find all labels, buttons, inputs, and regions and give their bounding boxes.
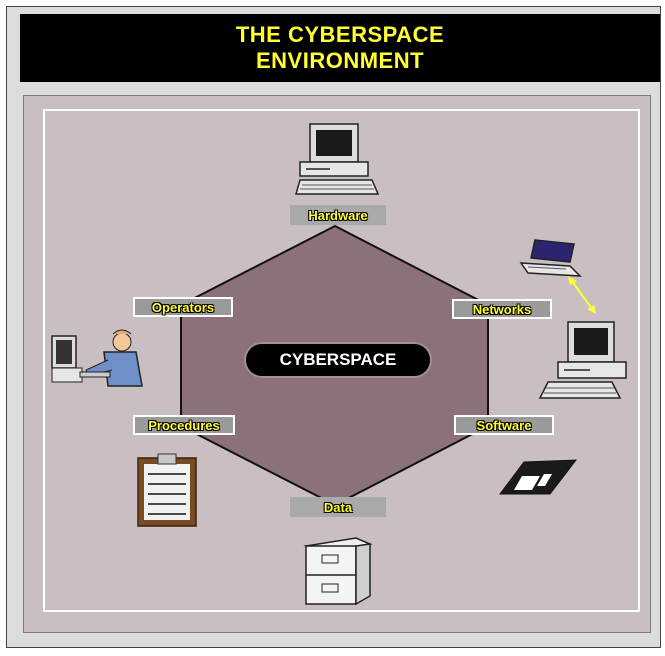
filing-cabinet-icon: [303, 537, 373, 606]
inner-border: [43, 109, 640, 612]
node-label-software: Software: [454, 415, 554, 435]
floppy-disk-icon: [499, 459, 578, 495]
node-label-hardware: Hardware: [290, 205, 386, 225]
clipboard-icon: [137, 453, 197, 527]
node-label-networks: Networks: [452, 299, 552, 319]
laptop-icon: [519, 239, 582, 277]
node-label-procedures: Procedures: [133, 415, 235, 435]
computer-icon: [295, 123, 380, 195]
title-line-2: ENVIRONMENT: [255, 48, 425, 73]
title-line-1: THE CYBERSPACE: [235, 22, 445, 47]
desktop-computer-icon: [538, 321, 627, 399]
operator-icon: [51, 329, 143, 387]
double-arrow-icon: [568, 276, 596, 314]
node-label-data: Data: [290, 497, 386, 517]
title-bar: THE CYBERSPACE ENVIRONMENT: [20, 14, 660, 82]
node-label-operators: Operators: [133, 297, 233, 317]
center-label: CYBERSPACE: [244, 342, 432, 378]
